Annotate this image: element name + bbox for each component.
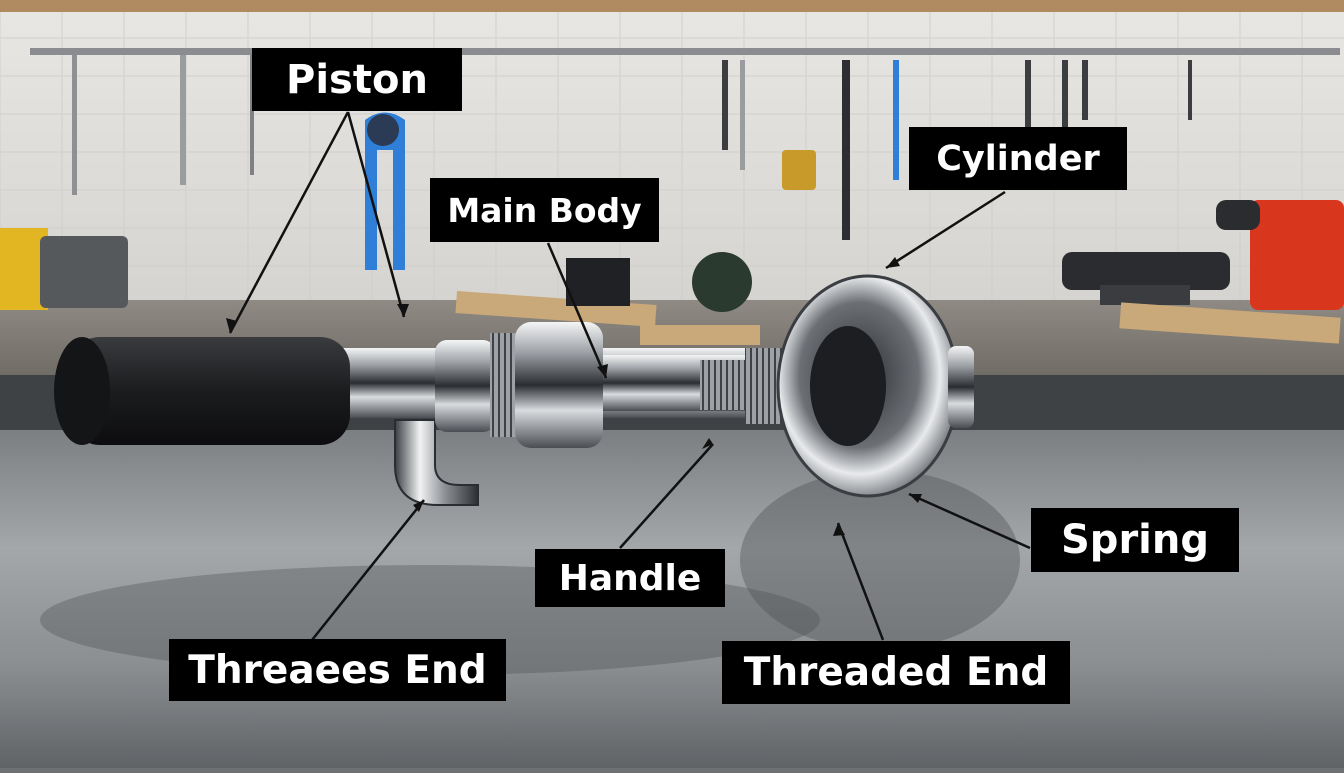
label-spring: Spring xyxy=(1031,508,1239,572)
label-handle: Handle xyxy=(535,549,725,607)
label-threaees-end: Threaees End xyxy=(169,639,506,701)
label-cylinder: Cylinder xyxy=(909,127,1127,190)
label-main-body: Main Body xyxy=(430,178,659,242)
label-piston: Piston xyxy=(252,48,462,111)
label-threaded-end: Threaded End xyxy=(722,641,1070,704)
